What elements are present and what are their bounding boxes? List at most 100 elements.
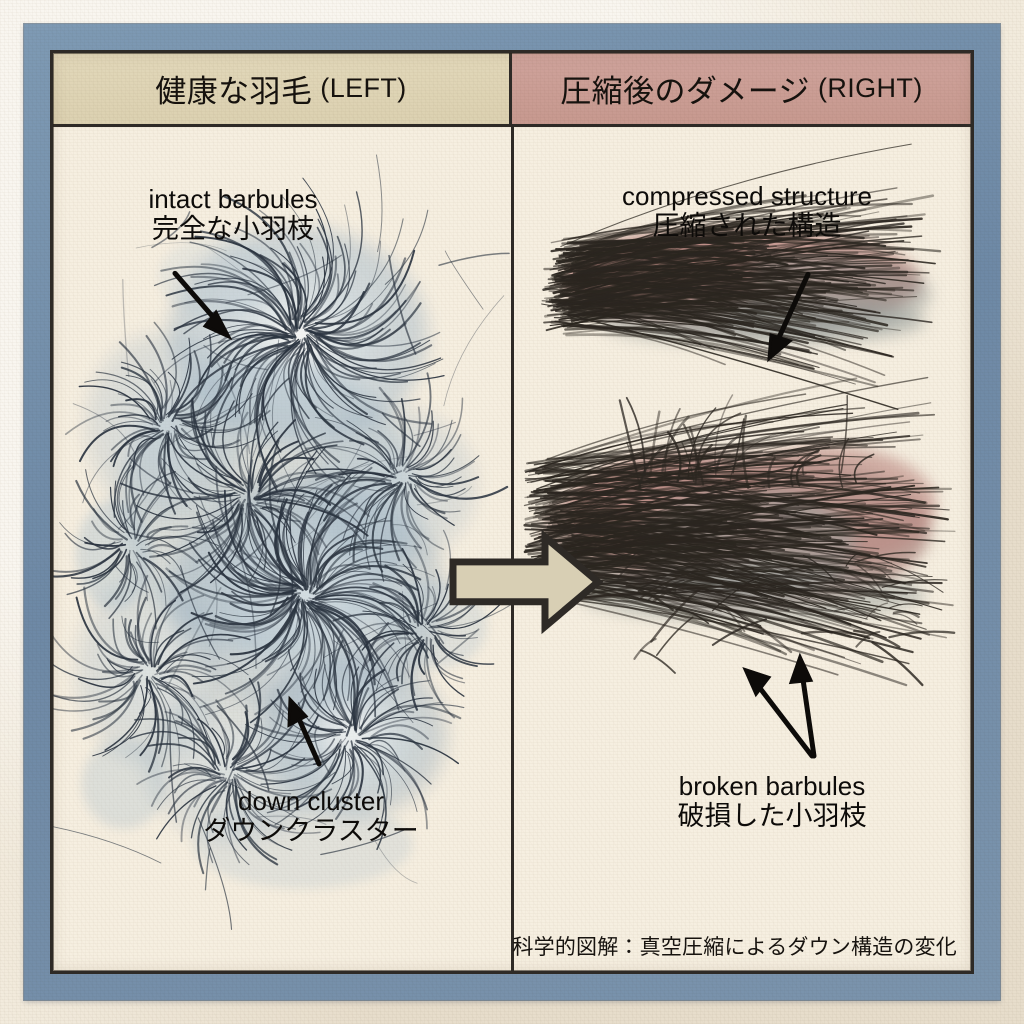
barbule-stroke (258, 432, 326, 490)
barbule-stroke (240, 777, 292, 795)
barbule-stroke (135, 481, 172, 539)
barbule-stroke (251, 511, 281, 616)
matted-feather-stroke (553, 482, 924, 524)
barbule-stroke (314, 607, 376, 686)
splayed-tuft-stroke (688, 426, 698, 485)
stray-filament (402, 590, 410, 679)
barbule-stroke (383, 392, 406, 461)
broken-barb-fragment (640, 649, 676, 674)
barbule-stroke (361, 630, 414, 651)
barbule-stroke (83, 586, 145, 666)
barbule-stroke (196, 463, 245, 495)
barbule-stroke (361, 704, 465, 735)
barbule-stroke (295, 604, 326, 708)
barbule-stroke (119, 549, 131, 583)
broken-barb-fragment (892, 610, 920, 619)
splayed-tuft-stroke (649, 410, 661, 477)
barbule-stroke (379, 481, 403, 582)
barbule-stroke (176, 365, 232, 416)
header-left-en: (LEFT) (320, 73, 407, 103)
healthy-down-illustration (53, 154, 512, 930)
broken-barb-fragment (655, 616, 694, 657)
barbule-stroke (204, 596, 296, 633)
broken-barb-fragment (800, 630, 869, 638)
stray-filament (122, 279, 130, 378)
barbule-stroke (193, 455, 237, 488)
barbule-stroke (212, 504, 243, 539)
barbule-stroke (142, 550, 185, 579)
barbule-stroke (159, 676, 196, 700)
barbule-stroke (59, 522, 122, 546)
stray-filament (266, 753, 338, 814)
barbule-stroke (425, 569, 441, 622)
broken-barb-fragment (853, 629, 901, 649)
stray-filament (384, 209, 429, 285)
barbule-stroke (271, 338, 302, 492)
stray-filament (53, 826, 162, 864)
barbule-stroke (249, 377, 290, 492)
barbule-stroke (182, 413, 262, 434)
barbule-stroke (294, 349, 318, 409)
barbule-stroke (226, 779, 241, 864)
broken-barb-fragment (888, 603, 923, 609)
stray-filament (241, 552, 310, 589)
barbule-stroke (191, 599, 298, 677)
matted-feather-stroke (570, 565, 835, 591)
barbule-stroke (206, 331, 285, 359)
matted-feather-stroke (557, 587, 909, 603)
barbule-stroke (365, 632, 410, 644)
stray-filament (255, 815, 327, 825)
barbule-stroke (163, 652, 249, 676)
barbule-stroke (425, 636, 456, 719)
barbule-stroke (352, 746, 364, 800)
barbule-stroke (417, 642, 426, 675)
barbule-stroke (177, 737, 216, 765)
barbule-stroke (150, 378, 163, 411)
barbule-stroke (119, 482, 233, 501)
barbule-stroke (401, 635, 423, 685)
broken-barb-fragment (628, 579, 692, 603)
barbule-stroke (313, 342, 432, 425)
barbule-stroke (314, 586, 423, 626)
stray-filament (391, 524, 428, 556)
matted-feather-stroke (539, 377, 858, 469)
matted-feather-stroke (567, 581, 943, 600)
barbule-stroke (150, 599, 177, 668)
stray-filament (209, 521, 277, 588)
barbule-stroke (372, 582, 417, 624)
splayed-tuft-stroke (666, 431, 682, 483)
barbule-stroke (287, 649, 348, 729)
barbule-stroke (306, 610, 332, 701)
barbule-stroke (139, 679, 157, 757)
barbule-stroke (70, 550, 122, 579)
broken-barb-fragment (871, 641, 924, 687)
barbule-stroke (400, 486, 422, 550)
barbule-stroke (158, 680, 209, 726)
barbule-stroke (342, 485, 396, 541)
barbule-stroke (319, 561, 398, 591)
splayed-tuft-stroke (732, 418, 745, 474)
stray-filament (233, 540, 257, 669)
barbule-stroke (53, 675, 136, 702)
matted-feather-stroke (548, 255, 870, 284)
barbule-stroke (149, 368, 167, 410)
matted-feather-stroke (556, 198, 888, 278)
barbule-stroke (205, 597, 302, 668)
splayed-tuft-stroke (767, 456, 776, 489)
barbule-stroke (234, 717, 263, 765)
barbule-stroke (302, 226, 331, 318)
barbule-stroke (405, 423, 440, 473)
barbule-stroke (172, 763, 217, 773)
barbule-stroke (429, 630, 466, 637)
down-barbules (53, 154, 512, 930)
barbule-stroke (150, 689, 165, 754)
barbule-stroke (196, 718, 226, 768)
barbule-stroke (170, 334, 212, 415)
barbule-stroke (148, 525, 189, 541)
matted-feather-stroke (573, 596, 947, 639)
barbule-stroke (132, 550, 149, 602)
barbule-stroke (430, 638, 464, 680)
barbule-stroke (159, 500, 239, 531)
barbule-stroke (53, 547, 121, 573)
barbule-stroke (53, 674, 143, 712)
